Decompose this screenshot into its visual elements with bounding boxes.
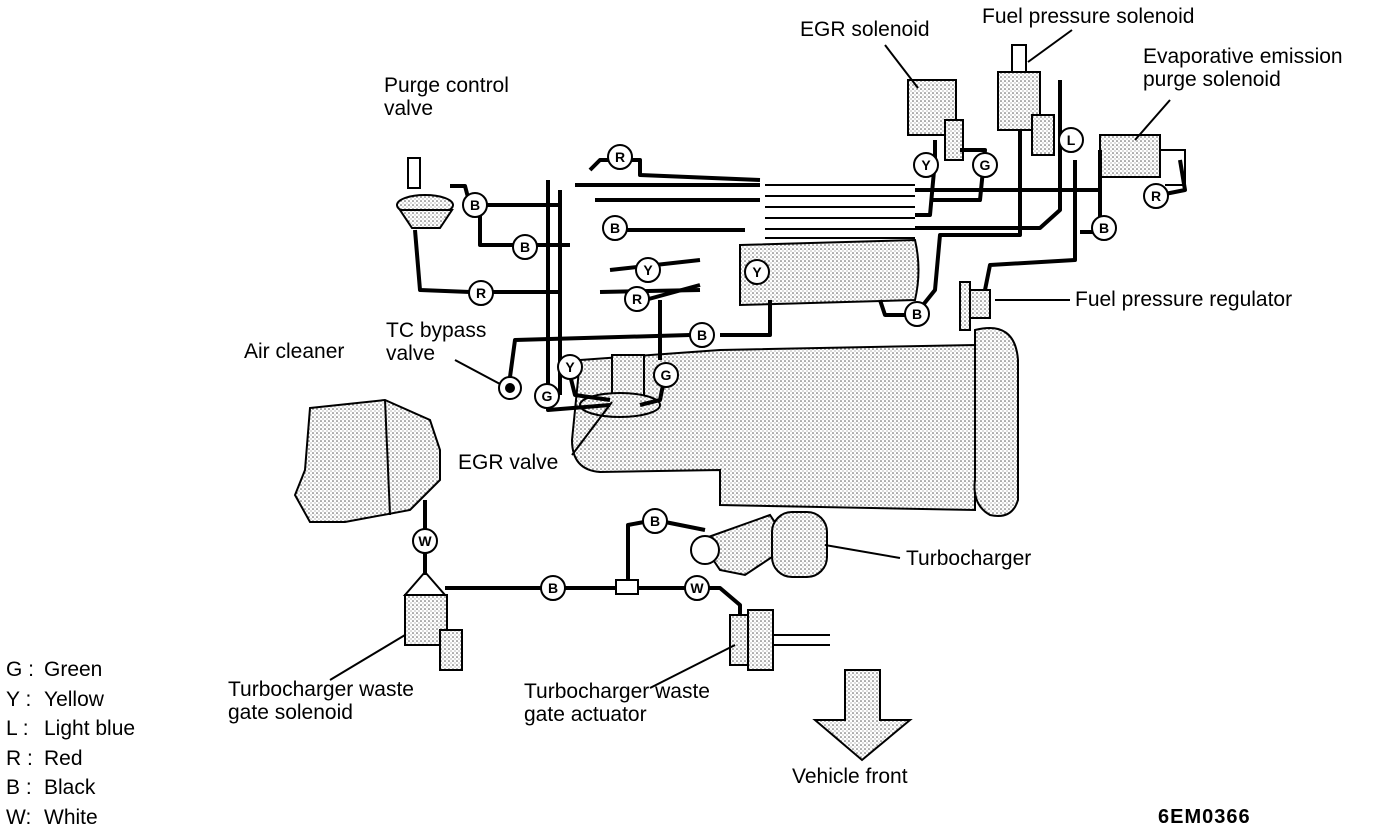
color-legend: G :Green Y :Yellow L :Light blue R :Red … [6, 655, 135, 832]
hose-tag-r2: R [468, 280, 494, 306]
hose-tag-b3: B [512, 234, 538, 260]
svg-text:B: B [697, 327, 707, 343]
svg-text:W: W [690, 580, 704, 596]
intake-manifold [570, 184, 1019, 517]
hose-tag-b2: B [602, 215, 628, 241]
svg-text:R: R [615, 149, 625, 165]
legend-code: Y : [6, 687, 32, 711]
label-tc-bypass-valve-2: valve [386, 342, 436, 365]
svg-text:L: L [1067, 132, 1076, 148]
hose-tag-g2: G [653, 362, 679, 388]
hose-tag-r4: R [1143, 183, 1169, 209]
hose-tag-g1: G [534, 383, 560, 409]
legend-code: R : [6, 746, 33, 770]
hose-tag-r1: R [607, 144, 633, 170]
hose-tag-b5: B [1091, 215, 1117, 241]
legend-row: W: White [6, 803, 135, 833]
legend-row: R : Red [6, 744, 135, 774]
label-tc-bypass-valve-1: TC bypass [386, 319, 487, 342]
svg-text:W: W [418, 533, 432, 549]
label-waste-gate-actuator-1: Turbocharger waste [524, 680, 710, 703]
label-turbocharger: Turbocharger [906, 547, 1032, 570]
evap-purge-solenoid-body [1099, 99, 1186, 186]
label-air-cleaner: Air cleaner [244, 340, 345, 363]
vehicle-front-arrow [812, 669, 913, 762]
svg-text:Y: Y [752, 264, 762, 280]
legend-code: G : [6, 658, 35, 681]
hose-tag-w1: W [412, 528, 438, 554]
svg-text:B: B [650, 513, 660, 529]
legend-name: Light blue [44, 717, 136, 740]
hose-tag-b7: B [642, 508, 668, 534]
label-evap-purge-solenoid-1: Evaporative emission [1143, 45, 1343, 68]
svg-text:B: B [548, 580, 558, 596]
waste-gate-solenoid-body [329, 570, 463, 681]
legend-code: L : [6, 717, 29, 740]
label-fuel-pressure-solenoid: Fuel pressure solenoid [982, 5, 1195, 28]
hose-tag-b4: B [689, 322, 715, 348]
hose-tag-y1: Y [635, 257, 661, 283]
hose-tag-l1: L [1058, 127, 1084, 153]
svg-text:Y: Y [921, 157, 931, 173]
svg-text:B: B [520, 239, 530, 255]
air-cleaner [293, 398, 441, 523]
hose-tag-b1: B [462, 192, 488, 218]
hose-tags: R B B B Y Y R R B Y G G Y G L R B B B W … [412, 127, 1169, 601]
svg-text:B: B [610, 220, 620, 236]
hose-tag-y2: Y [744, 259, 770, 285]
label-vehicle-front: Vehicle front [792, 765, 908, 788]
label-evap-purge-solenoid-2: purge solenoid [1143, 68, 1281, 91]
egr-solenoid-body [884, 44, 964, 161]
turbocharger-body [690, 511, 901, 578]
legend-name: Black [44, 776, 96, 799]
hose-tag-y3: Y [557, 354, 583, 380]
fuel-pressure-solenoid-body [997, 29, 1073, 156]
label-waste-gate-solenoid-2: gate solenoid [228, 701, 353, 724]
legend-code: W: [6, 805, 32, 829]
svg-text:G: G [980, 157, 991, 173]
legend-row: G : Green [6, 655, 135, 685]
label-waste-gate-solenoid-1: Turbocharger waste [228, 678, 414, 701]
label-purge-control-valve-1: Purge control [384, 74, 509, 97]
hose-tag-b6: B [904, 301, 930, 327]
legend-name: White [44, 805, 98, 829]
label-egr-valve: EGR valve [458, 451, 559, 474]
label-egr-solenoid: EGR solenoid [800, 18, 930, 41]
hose-tag-r3: R [624, 286, 650, 312]
t-joint [615, 579, 639, 595]
svg-text:B: B [470, 197, 480, 213]
purge-control-valve-body [396, 157, 454, 229]
svg-text:G: G [542, 388, 553, 404]
legend-name: Red [44, 746, 83, 770]
svg-text:B: B [1099, 220, 1109, 236]
label-fuel-pressure-regulator: Fuel pressure regulator [1075, 288, 1293, 311]
label-waste-gate-actuator-2: gate actuator [524, 703, 647, 726]
legend-name: Yellow [44, 687, 104, 711]
hose-tag-w2: W [684, 575, 710, 601]
legend-row: Y : Yellow [6, 685, 135, 715]
svg-text:Y: Y [565, 359, 575, 375]
legend-row: B : Black [6, 773, 135, 803]
legend-row: L : Light blue [6, 714, 135, 744]
svg-text:R: R [632, 291, 642, 307]
waste-gate-actuator-body [649, 609, 830, 689]
egr-valve-body [571, 354, 661, 456]
svg-text:R: R [1151, 188, 1161, 204]
fuel-pressure-regulator-body [959, 281, 1070, 331]
svg-text:G: G [661, 367, 672, 383]
svg-text:R: R [476, 285, 486, 301]
legend-name: Green [44, 658, 103, 681]
label-purge-control-valve-2: valve [384, 97, 434, 120]
hose-tag-y4: Y [913, 152, 939, 178]
svg-text:B: B [912, 306, 922, 322]
hose-tag-g3: G [972, 152, 998, 178]
legend-code: B : [6, 776, 32, 799]
svg-text:Y: Y [643, 262, 653, 278]
hose-tag-b8: B [540, 575, 566, 601]
figure-code: 6EM0366 [1158, 806, 1251, 828]
